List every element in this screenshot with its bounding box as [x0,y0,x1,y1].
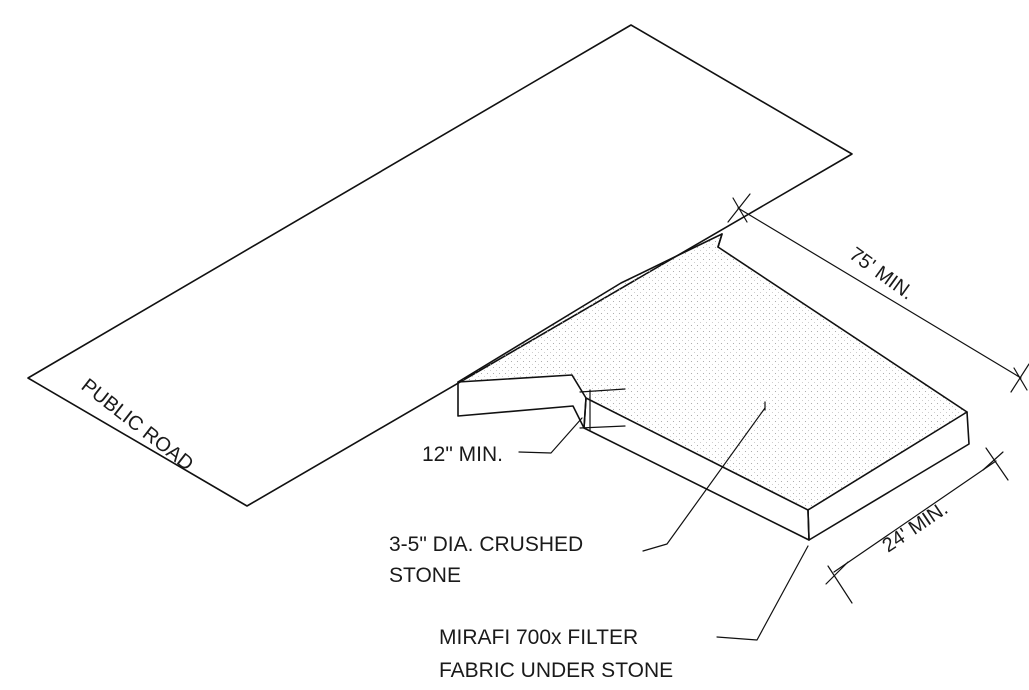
fabric-label-line1: MIRAFI 700x FILTER [439,626,638,649]
public-road-label: PUBLIC ROAD [77,375,197,476]
thickness-tick-bottom [579,425,626,429]
width-tick-right-cross [982,451,1004,471]
length-tick-bottom-cross [1013,367,1028,391]
width-dimension-label: 24' MIN. [878,498,952,558]
fabric-label-line2: FABRIC UNDER STONE [439,659,673,682]
width-dimension-line [833,460,997,573]
length-tick-top-cross [732,197,748,223]
stone-leader [642,407,766,552]
stone-label-line2: STONE [389,564,461,587]
length-dimension-label: 75' MIN. [845,243,918,304]
thickness-tick-top [579,388,626,393]
stone-pad-back-edge [717,233,723,248]
width-tick-left [827,565,853,604]
width-tick-right [985,447,1009,481]
length-dimension-line [737,207,1022,379]
fabric-leader [716,545,809,641]
width-tick-left-cross [825,561,849,585]
thickness-label: 12" MIN. [422,443,503,466]
thickness-leader [518,417,583,454]
stone-label-line1: 3-5" DIA. CRUSHED [389,533,583,556]
public-road-outline [27,24,853,507]
stone-pad-flare-face [457,381,587,429]
